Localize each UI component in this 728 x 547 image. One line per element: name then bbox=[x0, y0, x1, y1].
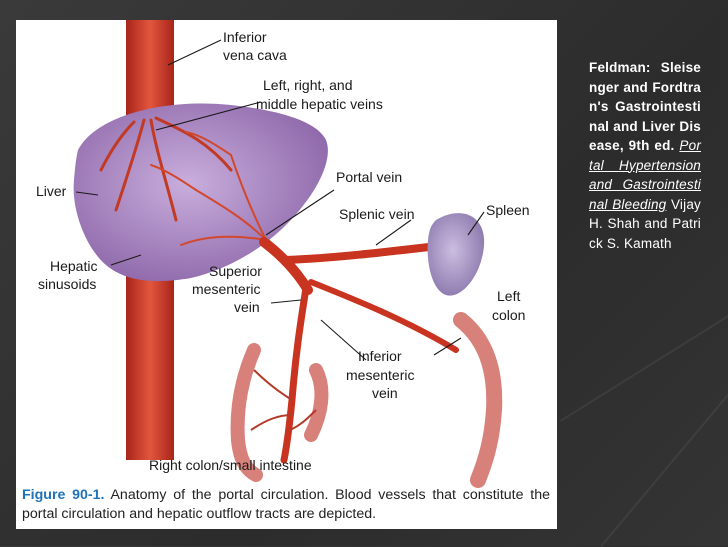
portal-branch bbox=[185, 131, 232, 156]
portal-branch bbox=[150, 164, 197, 191]
label-splenic-vein: Splenic vein bbox=[339, 206, 415, 222]
superior-mesenteric-vein bbox=[280, 284, 310, 464]
hepatic-vein-branch bbox=[114, 118, 146, 212]
hepatic-vein-branch bbox=[99, 120, 136, 172]
label-spleen: Spleen bbox=[486, 202, 530, 218]
figure-number: Figure 90-1. bbox=[22, 487, 105, 503]
citation-block: Feldman: Sleisenger and Fordtran's Gastr… bbox=[589, 58, 701, 253]
chapter-link[interactable]: Portal Hypertension and Gastrointestinal… bbox=[589, 138, 702, 212]
portal-vein bbox=[259, 237, 313, 295]
splenic-vein bbox=[282, 241, 450, 264]
label-left-colon: Left colon bbox=[492, 288, 525, 323]
label-liver: Liver bbox=[36, 183, 67, 199]
label-hepatic-veins: Left, right, and middle hepatic veins bbox=[256, 77, 383, 112]
citation-reference: Feldman: Sleisenger and Fordtran's Gastr… bbox=[589, 60, 701, 153]
background-decoration bbox=[600, 392, 728, 547]
label-inferior-mesenteric-vein: Inferior mesenteric vein bbox=[346, 348, 418, 401]
hepatic-vein-branch bbox=[149, 118, 178, 222]
right-colon bbox=[230, 343, 263, 482]
portal-circulation-illustration: Inferior vena cava Left, right, and midd… bbox=[36, 20, 530, 488]
label-portal-vein: Portal vein bbox=[336, 169, 402, 185]
spleen bbox=[427, 213, 485, 296]
portal-branch bbox=[230, 154, 267, 241]
figure-caption-text: Anatomy of the portal circulation. Blood… bbox=[22, 487, 550, 522]
left-colon bbox=[453, 312, 503, 488]
citation-authors: Vijay H. Shah and Patrick S. Kamath bbox=[589, 196, 701, 251]
figure-panel: Inferior vena cava Left, right, and midd… bbox=[16, 20, 557, 529]
label-superior-mesenteric-vein: Superior mesenteric vein bbox=[192, 263, 266, 315]
inferior-mesenteric-vein bbox=[308, 279, 459, 353]
portal-branch bbox=[180, 235, 267, 246]
background-decoration bbox=[560, 282, 728, 422]
portal-branch bbox=[195, 189, 267, 241]
label-ivc: Inferior vena cava bbox=[223, 29, 287, 63]
hepatic-vein-branch bbox=[154, 116, 233, 172]
figure-caption: Figure 90-1. Anatomy of the portal circu… bbox=[22, 486, 550, 524]
label-right-colon: Right colon/small intestine bbox=[149, 457, 312, 473]
small-intestine bbox=[304, 363, 329, 442]
label-hepatic-sinusoids: Hepatic sinusoids bbox=[38, 258, 101, 292]
